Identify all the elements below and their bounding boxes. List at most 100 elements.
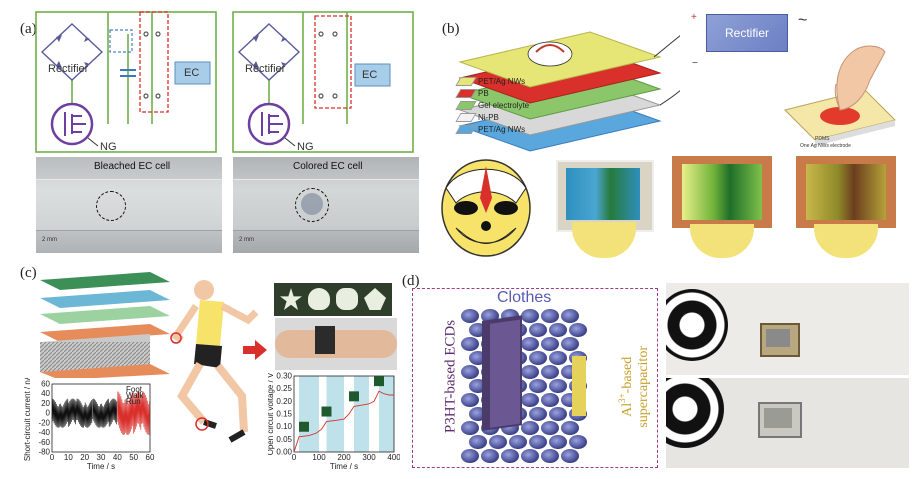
x-tick-label: 100	[312, 453, 326, 462]
x-tick-label: 40	[113, 453, 122, 462]
y-axis-label: Open circuit voltage / V	[268, 372, 275, 455]
arrow-connector	[176, 276, 186, 356]
yarn-loop	[461, 449, 479, 463]
panel-c-label: (c)	[20, 265, 37, 281]
yarn-loop	[529, 351, 547, 365]
legend-item: PET/Ag NWs	[455, 75, 529, 87]
yarn-loop	[521, 393, 539, 407]
legend-item: PB	[455, 87, 529, 99]
panel-a-circuit-left	[35, 11, 217, 153]
legend-swatch	[455, 100, 477, 110]
legend-swatch	[455, 76, 477, 86]
yarn-loop	[469, 435, 487, 449]
panel-a-label: (a)	[20, 21, 37, 37]
yarn-loop	[541, 421, 559, 435]
x-tick-label: 50	[129, 453, 138, 462]
yarn-loop	[549, 351, 567, 365]
legend-item: Gel electrolyte	[455, 99, 530, 111]
y-axis-label: Short-circuit current / nA	[24, 378, 32, 461]
legend-swatch	[455, 88, 477, 98]
colored-caption: Colored EC cell	[293, 161, 363, 172]
ec-label-left: EC	[184, 67, 200, 79]
legend-item: Ni-PB	[455, 111, 529, 123]
clothes-fabric	[461, 309, 587, 463]
legend-item: PET/Ag NWs	[455, 123, 529, 135]
yarn-loop	[549, 323, 567, 337]
yarn-loop	[521, 421, 539, 435]
rectifier-label-b: Rectifier	[724, 26, 769, 40]
yarn-loop	[461, 309, 479, 323]
y-tick-label: 0.15	[276, 410, 292, 419]
x-tick-label: 10	[64, 453, 73, 462]
legend-swatch	[455, 112, 477, 122]
y-tick-label: -40	[38, 428, 50, 437]
p3ht-label: P3HT-based ECDs	[443, 312, 460, 442]
y-tick-label: 0	[46, 409, 51, 418]
legend-label: Foot	[126, 385, 143, 394]
y-tick-label: 0.10	[276, 422, 292, 431]
rectifier-box: Rectifier	[706, 14, 788, 52]
x-tick-label: 30	[97, 453, 106, 462]
y-tick-label: 60	[41, 380, 50, 389]
x-tick-label: 20	[80, 453, 89, 462]
inset-thumbnail	[299, 421, 309, 432]
panel-b-label: (b)	[442, 21, 460, 37]
series-line-foot	[51, 398, 93, 428]
yarn-loop	[521, 337, 539, 351]
scale-bar-left: 2 mm	[42, 237, 57, 243]
yarn-loop	[541, 365, 559, 379]
yarn-loop	[509, 435, 527, 449]
yarn-loop	[501, 449, 519, 463]
yarn-loop	[561, 449, 579, 463]
supercap-word: supercapacitor	[635, 346, 651, 428]
y-tick-label: 20	[41, 399, 50, 408]
runner-illustration	[170, 280, 259, 443]
x-tick-label: 200	[337, 453, 351, 462]
y-tick-label: 40	[41, 389, 50, 398]
y-tick-label: 0.00	[276, 448, 292, 457]
supercap-sup: 3+	[617, 393, 628, 403]
yarn-loop	[549, 407, 567, 421]
yarn-loop	[489, 435, 507, 449]
series-line-run	[117, 391, 150, 436]
rectifier-label-right: Rectifier	[245, 63, 286, 75]
pad-label-2: One Ag NWs electrode	[800, 143, 851, 149]
yarn-loop	[461, 393, 479, 407]
clothes-label: Clothes	[497, 289, 552, 306]
y-tick-label: -80	[38, 448, 50, 457]
ec-label-right: EC	[362, 69, 378, 81]
yarn-loop	[529, 323, 547, 337]
yarn-loop	[541, 449, 559, 463]
bleached-caption: Bleached EC cell	[94, 161, 171, 172]
ng-label-right: NG	[297, 141, 314, 153]
legend-text: Gel electrolyte	[478, 100, 530, 110]
legend-text: PB	[478, 88, 489, 98]
panel-a-circuit-right	[232, 11, 414, 153]
legend-swatch	[455, 124, 477, 134]
yarn-loop	[549, 379, 567, 393]
ng-label-left: NG	[100, 141, 117, 153]
yarn-loop	[561, 421, 579, 435]
inset-thumbnail	[374, 376, 384, 387]
shaded-band	[326, 376, 344, 452]
y-tick-label: 0.05	[276, 435, 292, 444]
mask-photo-2	[668, 154, 776, 258]
yarn-loop	[541, 337, 559, 351]
minus-symbol: −	[692, 58, 698, 69]
legend-label: Walk	[126, 391, 144, 400]
colored-ec-photo: Colored EC cell 2 mm	[233, 157, 419, 253]
shaded-band	[379, 376, 394, 452]
x-axis-label: Time / s	[330, 462, 358, 471]
yarn-loop	[529, 379, 547, 393]
panel-d-label: (d)	[402, 273, 420, 289]
x-tick-label: 400	[387, 453, 400, 462]
yarn-loop	[569, 435, 587, 449]
yarn-loop	[521, 309, 539, 323]
x-tick-label: 300	[362, 453, 376, 462]
pad-label-1: PDMS	[815, 136, 830, 142]
legend-text: PET/Ag NWs	[478, 124, 526, 134]
shirt-photo-top	[666, 283, 909, 375]
yarn-loop	[521, 449, 539, 463]
